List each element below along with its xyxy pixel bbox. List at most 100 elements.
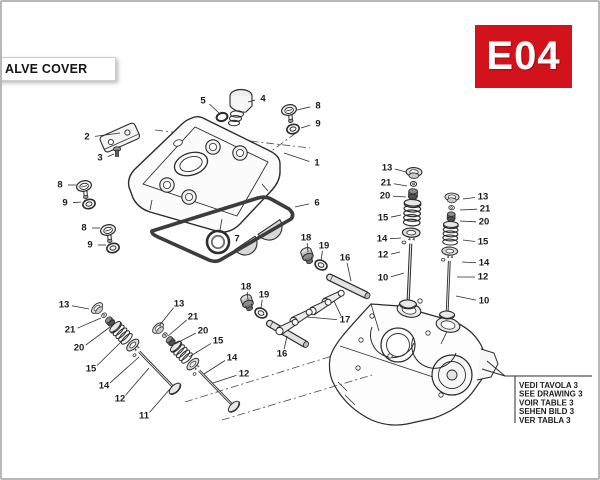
- callout-number-8: 8: [57, 180, 62, 191]
- callout-leader-5: [209, 103, 220, 114]
- callout-number-9: 9: [315, 119, 320, 130]
- callout-number-21: 21: [65, 325, 76, 336]
- callout-leader-17: [333, 300, 342, 316]
- drawing-title-box: ALVE COVER: [0, 57, 116, 81]
- callout-leader-12: [390, 251, 401, 255]
- callout-number-4: 4: [260, 94, 266, 105]
- callout-leader-3: [107, 153, 115, 157]
- callout-number-9: 9: [62, 198, 67, 209]
- callout-leader-12: [125, 367, 150, 396]
- callout-leader-12: [212, 375, 237, 384]
- callout-number-20: 20: [198, 326, 209, 337]
- callout-leader-2: [94, 132, 121, 137]
- callout-number-12: 12: [378, 250, 389, 261]
- callout-number-12: 12: [478, 272, 489, 283]
- callout-number-16: 16: [277, 349, 288, 360]
- callout-number-13: 13: [478, 192, 489, 203]
- callout-leader-11: [149, 388, 171, 413]
- callout-leader-13: [394, 168, 407, 173]
- note-line: SEHEN BILD 3: [519, 407, 575, 416]
- centerlines: [154, 129, 373, 421]
- callout-number-14: 14: [99, 381, 110, 392]
- callout-number-21: 21: [480, 204, 491, 215]
- callout-leader-14: [389, 237, 402, 240]
- breather-fitting-drawing: [215, 88, 253, 127]
- callout-number-9: 9: [87, 240, 92, 251]
- callout-leader-16: [283, 335, 288, 350]
- callout-number-10: 10: [479, 296, 490, 307]
- callout-leader-16: [346, 262, 352, 282]
- callout-number-13: 13: [382, 163, 393, 174]
- callout-number-15: 15: [478, 237, 489, 248]
- callout-leader-21: [393, 183, 408, 187]
- callout-number-8: 8: [81, 223, 86, 234]
- callout-leader-19: [260, 299, 263, 309]
- callout-leader-18: [246, 291, 249, 301]
- callout-leader-17: [306, 316, 338, 321]
- callout-number-12: 12: [115, 394, 126, 405]
- callout-number-15: 15: [378, 213, 389, 224]
- callout-number-21: 21: [381, 178, 392, 189]
- seal-ring-drawing: [205, 229, 231, 255]
- callout-number-7: 7: [234, 234, 239, 245]
- callout-number-13: 13: [59, 300, 70, 311]
- callout-number-14: 14: [227, 353, 238, 364]
- callout-leader-15: [462, 239, 476, 242]
- callout-number-3: 3: [97, 153, 102, 164]
- callout-number-20: 20: [74, 343, 85, 354]
- callout-leader-15: [188, 343, 212, 358]
- note-leader-line: [481, 368, 506, 377]
- drawing-code-badge: E04: [475, 25, 572, 88]
- callout-number-19: 19: [319, 241, 330, 252]
- callout-leader-4: [247, 99, 256, 103]
- callout-number-12: 12: [239, 369, 250, 380]
- callout-leader-9: [300, 124, 311, 129]
- callout-leader-15: [96, 340, 123, 366]
- callout-number-21: 21: [188, 312, 199, 323]
- callout-number-18: 18: [301, 233, 312, 244]
- cylinder-head-drawing: [328, 298, 499, 426]
- callout-leader-14: [203, 360, 226, 375]
- callout-leader-20: [459, 220, 477, 223]
- note-line: VOIR TABLE 3: [519, 398, 574, 407]
- note-leader-line: [486, 360, 506, 377]
- callout-number-1: 1: [314, 158, 320, 169]
- callout-leader-8: [296, 106, 311, 111]
- callout-number-15: 15: [213, 336, 224, 347]
- callout-number-18: 18: [241, 282, 252, 293]
- drawing-title: ALVE COVER: [5, 62, 88, 76]
- callout-leader-10: [455, 295, 477, 301]
- callout-number-11: 11: [139, 411, 150, 422]
- callout-number-19: 19: [259, 290, 270, 301]
- callout-number-14: 14: [479, 258, 490, 269]
- callout-leader-21: [167, 319, 187, 337]
- note-line: SEE DRAWING 3: [519, 390, 583, 399]
- callout-number-20: 20: [380, 191, 391, 202]
- callout-leader-20: [392, 195, 407, 198]
- o-ring-drawing: [215, 111, 229, 123]
- callout-leader-9: [72, 201, 82, 204]
- callout-number-16: 16: [340, 253, 351, 264]
- callout-number-17: 17: [340, 315, 351, 326]
- callout-leader-20: [174, 332, 196, 345]
- callout-number-10: 10: [378, 273, 389, 284]
- note-line: VEDI TAVOLA 3: [519, 381, 579, 390]
- callout-leader-15: [390, 214, 402, 218]
- callout-leader-7: [227, 239, 230, 242]
- gasket-drawing: [150, 195, 295, 264]
- callout-leader-13: [158, 307, 174, 327]
- callout-leader-13: [71, 305, 90, 310]
- callout-leader-21: [77, 317, 102, 329]
- callout-leader-18: [306, 242, 309, 253]
- callout-number-6: 6: [314, 198, 319, 209]
- callout-number-5: 5: [200, 96, 206, 107]
- callout-leader-14: [109, 356, 140, 384]
- callout-leader-10: [390, 272, 405, 278]
- callout-leader-6: [294, 203, 310, 208]
- callout-number-13: 13: [174, 299, 185, 310]
- callout-leader-21: [459, 208, 478, 211]
- drawing-code: E04: [486, 34, 561, 78]
- callout-leader-20: [85, 326, 111, 346]
- callout-number-15: 15: [86, 364, 97, 375]
